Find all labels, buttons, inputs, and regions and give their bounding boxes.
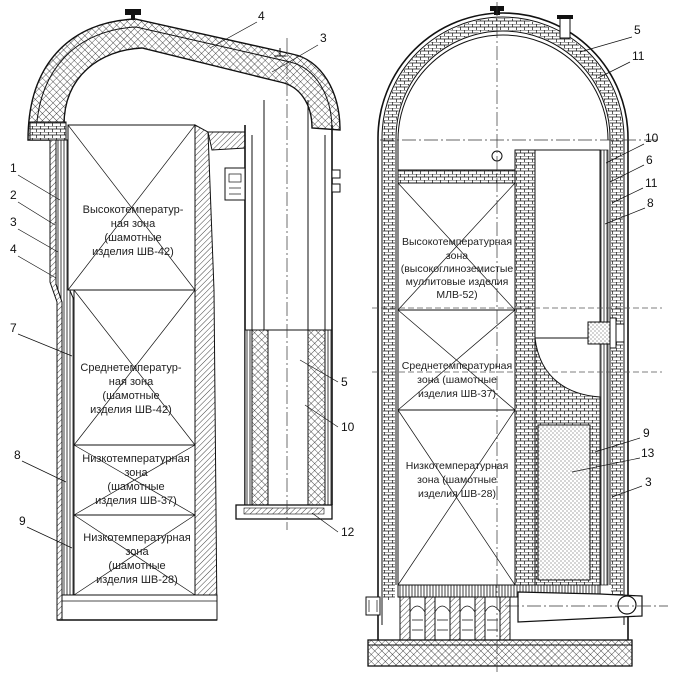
callout-label: 2 (10, 188, 17, 202)
right-combustion-chamber (514, 149, 625, 586)
callout-label: 3 (645, 475, 652, 489)
zone-label: МЛВ-52) (436, 289, 477, 301)
zone-label: Среднетемператур- (80, 362, 182, 374)
insulation-block (537, 424, 591, 581)
right-checker (397, 169, 516, 586)
zone-label: зона (446, 250, 468, 262)
callout-label: 12 (341, 525, 355, 539)
zone-label: Низкотемпературная (82, 453, 189, 465)
left-combustion-chamber (207, 38, 341, 530)
zone-label: изделия ШВ-28) (418, 488, 496, 500)
zone-label: Высокотемператур- (83, 204, 184, 216)
zone-label: (шамотные (107, 481, 164, 493)
callout-label: 11 (632, 49, 645, 63)
zone-label: (шамотные (104, 232, 161, 244)
right-stove: Высокотемпературная зона (высокоглинозем… (365, 2, 668, 672)
zone-label: (высокоглиноземистые (401, 263, 514, 275)
side-flange (331, 169, 341, 179)
right-shell (377, 6, 629, 640)
zone-label: изделия ШВ-42) (92, 246, 174, 258)
dome-nozzle (559, 17, 571, 39)
zone-label: Среднетемпературная (402, 360, 512, 372)
zone-label: изделия ШВ-37) (418, 388, 496, 400)
callout-label: 6 (646, 153, 653, 167)
bottom-flange (365, 596, 381, 616)
callout-label: 10 (645, 131, 659, 145)
callout-label: 9 (19, 514, 26, 528)
callout-label: 8 (14, 448, 21, 462)
left-checker (67, 124, 196, 596)
callout-label: 4 (10, 242, 17, 256)
valve-symbol (274, 48, 286, 57)
callout-label: 11 (645, 176, 658, 190)
callout-label: 5 (634, 23, 641, 37)
left-dome (27, 9, 341, 141)
callout-label: 1 (10, 161, 17, 175)
zone-label: изделия ШВ-37) (95, 495, 177, 507)
callout-label: 10 (341, 420, 355, 434)
zone-label: изделия ШВ-42) (90, 404, 172, 416)
checker-partition-wall (194, 124, 218, 621)
zone-label: (шамотные (102, 390, 159, 402)
chamber-outer-lining (599, 149, 609, 586)
zone-label: зона (шамотные (417, 474, 497, 486)
callout-label: 5 (341, 375, 348, 389)
left-bottom-slab (61, 594, 218, 621)
left-callouts: 1 2 3 4 7 8 9 4 3 5 10 12 (10, 9, 355, 549)
chamber-lining (251, 329, 269, 506)
callout-label: 3 (320, 31, 327, 45)
zone-label: Низкотемпературная (406, 460, 509, 472)
right-bottom (365, 584, 643, 667)
zone-label: ная зона (111, 218, 156, 230)
right-axes (372, 2, 668, 672)
chamber-partition-wall (514, 149, 536, 586)
zone-label: Высокотемпературная (402, 236, 512, 248)
zone-label: ная зона (109, 376, 154, 388)
callout-label: 8 (647, 196, 654, 210)
callout-label: 13 (641, 446, 655, 460)
left-stove: Высокотемператур- ная зона (шамотные изд… (10, 9, 355, 621)
zone-label: изделия ШВ-28) (96, 574, 178, 586)
zone-label: зона (шамотные (417, 374, 497, 386)
callout-label: 7 (10, 321, 17, 335)
right-callouts: 5 11 10 6 11 8 9 13 3 (571, 23, 659, 498)
zone-label: Низкотемпературная (83, 532, 190, 544)
dome-top-fitting (125, 9, 141, 15)
foundation-slab (367, 639, 633, 667)
left-zone-labels: Высокотемператур- ная зона (шамотные изд… (80, 204, 190, 586)
side-port (587, 321, 611, 345)
burner-valve-icon (617, 595, 637, 615)
zone-label: муллитовые изделия (406, 276, 509, 288)
callout-label: 3 (10, 215, 17, 229)
callout-label: 4 (258, 9, 265, 23)
callout-label: 9 (643, 426, 650, 440)
zone-label: (шамотные (108, 560, 165, 572)
dome-support-block (29, 121, 67, 141)
zone-label: зона (125, 546, 149, 558)
zone-label: зона (124, 467, 148, 479)
right-zone-labels: Высокотемпературная зона (высокоглинозем… (401, 236, 514, 500)
gas-valve (224, 167, 246, 201)
burner-pipe (517, 591, 643, 623)
